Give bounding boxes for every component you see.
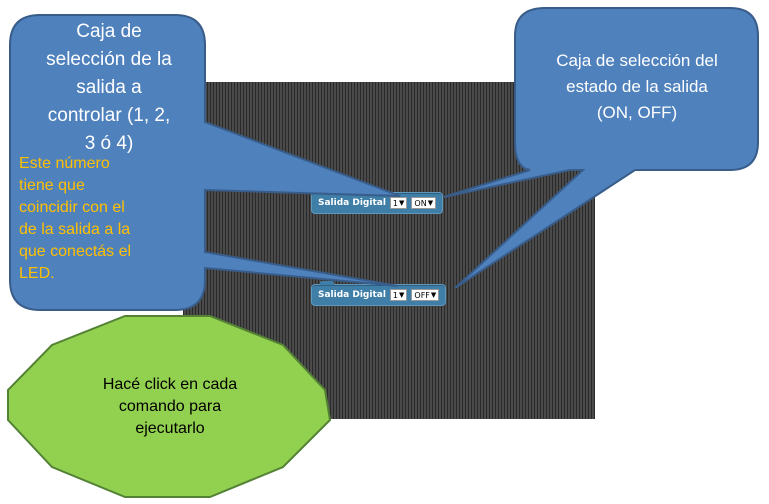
block-label: Salida Digital	[318, 198, 386, 208]
output-number-dropdown[interactable]: 1 ▼	[389, 197, 408, 209]
callout-left-note: Este número tiene que coincidir con el d…	[19, 153, 199, 285]
dropdown-value: 1	[392, 290, 399, 300]
callout-line: Caja de	[76, 21, 142, 42]
block-label: Salida Digital	[318, 290, 386, 300]
dropdown-value: ON	[414, 198, 427, 208]
output-number-dropdown[interactable]: 1 ▼	[389, 289, 408, 301]
salida-digital-block-1[interactable]: Salida Digital 1 ▼ ON ▼	[311, 189, 444, 214]
callout-line: Caja de selección del	[556, 51, 718, 70]
callout-green-shape	[7, 315, 332, 498]
salida-digital-block-2[interactable]: Salida Digital 1 ▼ OFF ▼	[311, 281, 447, 306]
chevron-down-icon: ▼	[427, 199, 434, 207]
callout-green-text: Hacé click en cada comando para ejecutar…	[60, 374, 280, 440]
callout-line: 3 ó 4)	[84, 133, 134, 154]
dropdown-value: 1	[392, 198, 399, 208]
callout-left-shape	[9, 14, 401, 311]
chevron-down-icon: ▼	[399, 291, 405, 299]
callout-line: (ON, OFF)	[596, 103, 678, 122]
note-line: tiene que	[19, 177, 85, 194]
callout-line: comando para	[118, 398, 222, 415]
callout-right-shape	[443, 7, 759, 289]
note-line: LED.	[19, 265, 55, 282]
callout-line: salida a	[76, 77, 142, 98]
callout-line: ejecutarlo	[135, 420, 205, 437]
dropdown-value: OFF	[414, 290, 430, 300]
callout-left-title: Caja de selección de la salida a control…	[20, 18, 198, 158]
callout-line: controlar (1, 2,	[47, 105, 171, 126]
note-line: de la salida a la	[19, 221, 131, 238]
chevron-down-icon: ▼	[430, 291, 437, 299]
callout-line: selección de la	[46, 49, 172, 70]
note-line: coincidir con el	[19, 199, 125, 216]
callout-line: Hacé click en cada	[102, 376, 238, 393]
output-state-dropdown[interactable]: OFF ▼	[411, 289, 440, 301]
note-line: que conectás el	[19, 243, 132, 260]
chevron-down-icon: ▼	[399, 199, 405, 207]
output-state-dropdown[interactable]: ON ▼	[411, 197, 437, 209]
note-line: Este número	[19, 155, 110, 172]
callout-line: estado de la salida	[566, 77, 708, 96]
callout-right-text: Caja de selección del estado de la salid…	[520, 48, 754, 126]
